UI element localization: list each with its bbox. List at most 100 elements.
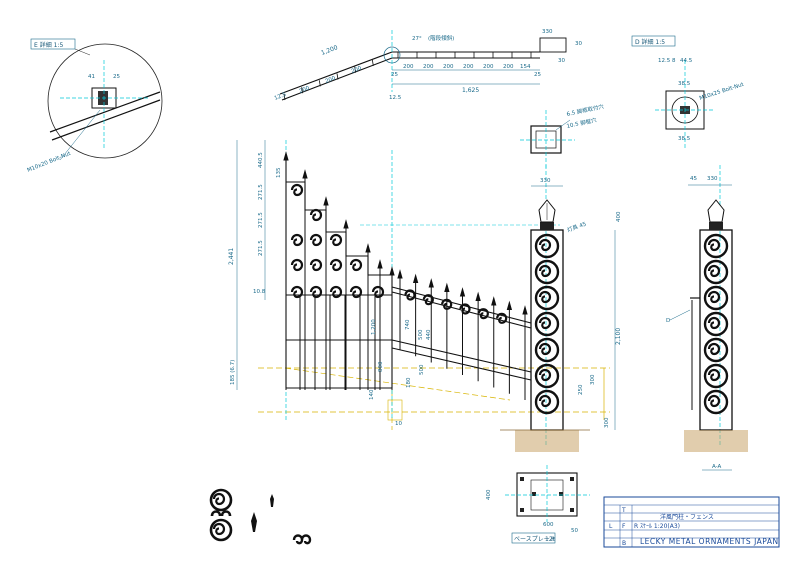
scroll-ornament (309, 233, 323, 247)
plan-pickets (283, 52, 532, 101)
post-ring (534, 311, 560, 337)
side-dim-300b: 300 (604, 417, 610, 428)
d-bolt-label: M10x25 Bolt-Nut (699, 82, 746, 102)
post-scroll (538, 238, 552, 252)
legend-ring (209, 518, 233, 542)
d-dim-8: 8 (672, 58, 676, 64)
base-label: ベースプレート (514, 536, 556, 543)
spear-tip (506, 300, 513, 310)
plan-rail-a (279, 51, 393, 95)
lantern-dim: 400 (616, 211, 622, 222)
side-dim-45: 45 (690, 176, 697, 182)
spear-tip (389, 266, 395, 276)
sloped-fence-frame (391, 286, 532, 381)
plan-dim-s5: 200 (483, 64, 494, 70)
legend-small-scroll (292, 534, 312, 545)
e-detail: E 詳細 1:5 41 25 M10x20 Bolt-Nut (27, 38, 163, 174)
spear-tip (475, 291, 481, 301)
legend-scroll (212, 522, 226, 536)
scroll-ornament (329, 233, 343, 247)
plan-slant-picket (336, 73, 339, 80)
base-plate-view: 400 600 50 ベースプレート 12t (486, 465, 590, 544)
elev-dim-740: 740 (405, 319, 411, 330)
elev-dim-box (387, 399, 403, 421)
stepped-scrolls (290, 183, 385, 299)
base-width: 600 (543, 522, 554, 528)
scroll-ornament (309, 208, 323, 222)
e-detail-label: E 詳細 1:5 (34, 41, 63, 49)
plan-slant-200a: 200 (299, 85, 311, 95)
post-scroll (707, 394, 721, 408)
elev-dim-440-5: 440.5 (258, 152, 264, 168)
elev-dim-10: 10 (395, 421, 402, 427)
scroll-ornament (496, 312, 508, 324)
plan-slant-picket (301, 87, 304, 94)
post-scroll (707, 368, 721, 382)
title-letter-r: R (634, 523, 638, 530)
title-letter-b: B (622, 540, 626, 547)
elev-dim-440: 440 (426, 329, 432, 340)
spear-tip (365, 243, 371, 253)
post-scroll (538, 290, 552, 304)
legend-ring (209, 488, 233, 512)
post-ring (703, 389, 729, 415)
lantern-base (540, 222, 554, 230)
scroll-ornament (422, 294, 434, 306)
elev-dim-271-b: 271.5 (258, 212, 264, 228)
spear-tip (412, 273, 419, 283)
parts-legend (209, 488, 312, 545)
stepped-fence-outline (285, 160, 393, 389)
base-hole-5 (532, 492, 536, 496)
elev-dim-1200: 1,200 (371, 319, 377, 335)
d-detail-label-box (631, 35, 676, 47)
base-hole-1 (520, 477, 524, 481)
side-aa-label: A-A (712, 464, 722, 470)
e-dim-1: 41 (88, 74, 95, 80)
base-corner: 50 (571, 528, 578, 534)
title-letter-l: L (609, 523, 613, 530)
scroll-ornament (290, 285, 304, 299)
e-detail-leader (74, 48, 91, 56)
scroll-ornament (371, 285, 385, 299)
base-hole-6 (559, 492, 563, 496)
base-label-box (511, 532, 556, 544)
post-dim-330: 330 (540, 178, 551, 184)
spear-tip (522, 305, 528, 315)
e-bolt-label: M10x20 Bolt-Nut (27, 151, 73, 174)
scroll-ornament (477, 308, 489, 320)
legend-spear-2 (251, 512, 257, 532)
plan-slant-picket (283, 93, 286, 101)
title-scale: ｽｹｰﾙ 1:20(A3) (640, 523, 680, 530)
e-rail-upper (49, 91, 161, 133)
side-post: 45 330 D A-A (666, 176, 748, 471)
plan-right-30a: 30 (575, 41, 582, 47)
spear-tip (283, 151, 289, 161)
plan-dim-12-5: 12.5 (389, 95, 402, 101)
elev-dim-2441: 2,441 (228, 248, 235, 265)
post-note-leader (555, 119, 571, 131)
plan-dim-25b: 25 (534, 72, 541, 78)
plan-angle: 27° (412, 36, 422, 42)
spear-tip (323, 196, 329, 206)
plan-right-330: 330 (542, 29, 553, 35)
main-post: 2,100 400 灯具 45 330 300 300 250 (500, 178, 622, 452)
post-scroll (538, 342, 552, 356)
post-note-b: 10.5 脚框穴 (566, 116, 598, 130)
post-ring (703, 363, 729, 389)
top-plan-view: 1,200 25 200 200 200 200 200 200 154 25 … (274, 29, 583, 102)
legend-scroll (212, 492, 226, 506)
spear-tip (459, 287, 466, 297)
plan-slant-picket (354, 66, 357, 73)
post-ring (703, 285, 729, 311)
title-block-outer (603, 496, 780, 548)
spear-tip (428, 278, 434, 288)
legend-scrolls (209, 488, 233, 542)
post-ring (703, 259, 729, 285)
plan-right-30b: 30 (558, 58, 565, 64)
post-ring (703, 233, 729, 259)
d-detail-label: D 詳細 1:5 (635, 38, 665, 46)
sloped-pickets (397, 269, 528, 400)
post-scroll (707, 238, 721, 252)
plan-dim-s2: 200 (423, 64, 434, 70)
plan-slant-12-5: 12.5 (274, 92, 288, 102)
